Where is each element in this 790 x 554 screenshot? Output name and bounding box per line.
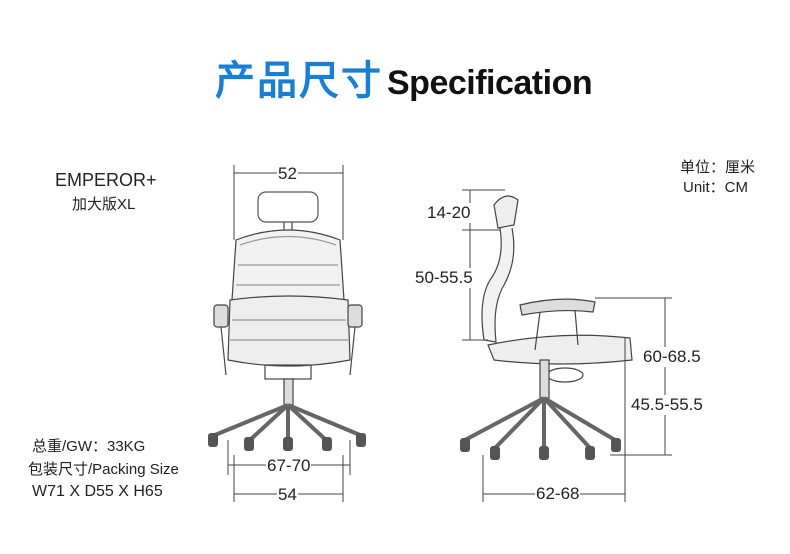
- title-chinese: 产品尺寸: [215, 59, 383, 103]
- dim-backrest-height: 50-55.5: [414, 268, 474, 288]
- packing-size-label: 包装尺寸/Packing Size: [28, 461, 179, 478]
- unit-english: Unit：CM: [683, 179, 749, 196]
- model-name: EMPEROR+: [55, 170, 157, 190]
- dim-headrest-adjust: 14-20: [426, 203, 472, 223]
- packing-size-value: W71 X D55 X H65: [32, 483, 163, 500]
- dim-seat-height: 45.5-55.5: [630, 395, 704, 415]
- gross-weight: 总重/GW：33KG: [32, 438, 146, 455]
- model-variant: 加大版XL: [72, 196, 136, 213]
- dim-depth: 62-68: [535, 484, 581, 504]
- side-chair-drawing: [460, 189, 672, 502]
- dim-armrest-width: 67-70: [266, 456, 312, 476]
- title-english: Specification: [387, 64, 593, 102]
- dim-top-width: 52: [277, 164, 298, 184]
- unit-chinese: 单位：厘米: [680, 159, 756, 176]
- dim-armrest-height: 60-68.5: [642, 347, 702, 367]
- dim-base-width: 54: [277, 485, 298, 505]
- front-chair-drawing: [208, 165, 366, 502]
